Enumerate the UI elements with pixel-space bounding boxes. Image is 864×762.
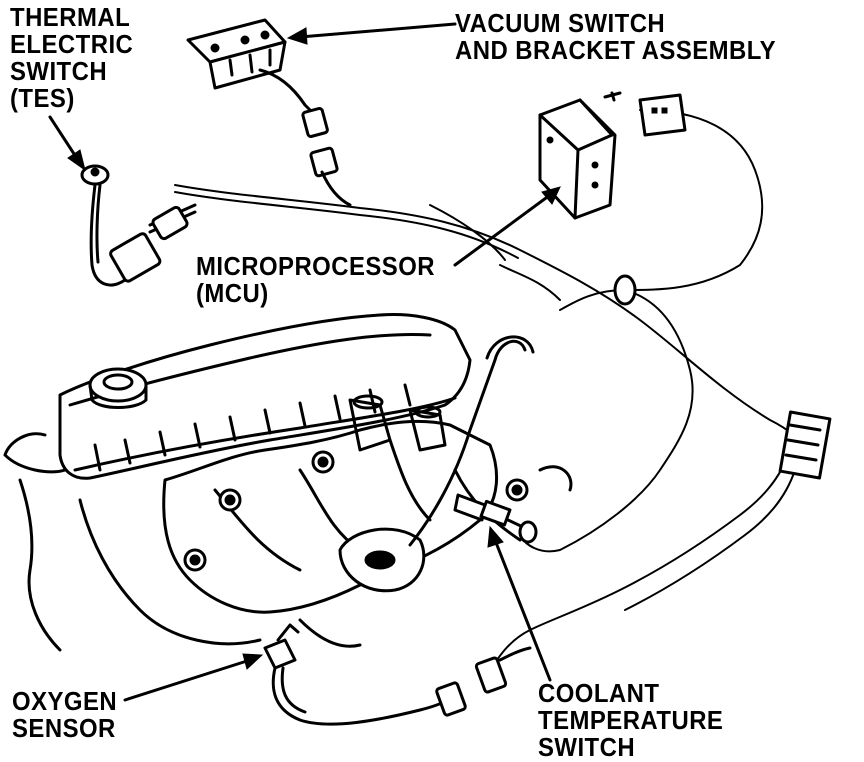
label-vacuum-switch-bracket: VACUUM SWITCH AND BRACKET ASSEMBLY: [455, 10, 776, 64]
label-thermal-electric-switch: THERMAL ELECTRIC SWITCH (TES): [10, 4, 133, 112]
thermal-electric-switch: [80, 164, 197, 287]
thermostat-housing: [338, 527, 426, 593]
mcu-connector: [603, 91, 687, 137]
label-line: AND BRACKET ASSEMBLY: [455, 35, 777, 65]
manifold-bolts: [183, 450, 529, 572]
coolant-temperature-switch: [453, 493, 538, 544]
label-line: TEMPERATURE: [538, 705, 724, 735]
arrow-oxygen: [123, 653, 264, 702]
arrow-vacuum: [286, 22, 457, 45]
label-line: (MCU): [196, 278, 269, 308]
main-harness: [174, 109, 811, 671]
label-line: SWITCH: [538, 732, 636, 762]
label-line: MICROPROCESSOR: [196, 251, 436, 281]
oxygen-sensor: [263, 623, 532, 726]
label-line: OXYGEN: [12, 686, 118, 716]
label-line: VACUUM SWITCH: [455, 8, 666, 38]
label-coolant-temperature-switch: COOLANT TEMPERATURE SWITCH: [538, 680, 723, 761]
label-line: THERMAL: [10, 2, 131, 32]
arrow-mcu: [453, 186, 561, 267]
label-line: ELECTRIC: [10, 29, 134, 59]
grommet: [613, 274, 637, 306]
arrow-tes: [48, 115, 86, 172]
vacuum-switch-bracket: [186, 18, 352, 207]
oil-filler-cap: [88, 367, 148, 409]
label-line: COOLANT: [538, 678, 660, 708]
label-line: SENSOR: [12, 713, 116, 743]
arrow-coolant: [487, 525, 552, 682]
vacuum-hose: [408, 335, 535, 547]
label-line: SWITCH: [10, 56, 108, 86]
harness-connector-right: [778, 410, 832, 480]
label-line: (TES): [10, 83, 75, 113]
label-microprocessor: MICROPROCESSOR (MCU): [196, 253, 435, 307]
label-oxygen-sensor: OXYGEN SENSOR: [12, 688, 117, 742]
